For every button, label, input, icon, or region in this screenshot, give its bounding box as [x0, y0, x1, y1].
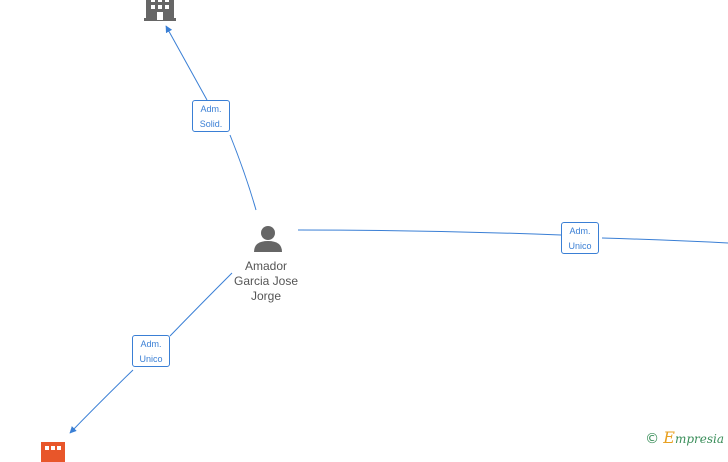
brand-initial: E [663, 428, 675, 447]
edge-label-line: Adm. [200, 104, 222, 114]
edge-label-adm-solid: Adm. Solid. [192, 100, 230, 132]
person-name-line: Amador [244, 259, 288, 273]
person-name-line: Garcia Jose [233, 274, 299, 288]
edge-top-building [166, 26, 257, 211]
relationship-graph [0, 0, 728, 450]
edge-bottom-building [70, 272, 233, 433]
edge-label-line: Unico [139, 354, 163, 364]
person-name-line: Jorge [250, 289, 282, 303]
brand-rest: mpresia [674, 432, 724, 446]
empresia-watermark: © Empresia [645, 428, 724, 447]
company-building-icon[interactable] [40, 442, 66, 462]
person-icon[interactable] [253, 224, 283, 254]
building-icon[interactable] [144, 0, 176, 22]
edge-label-adm-unico-bottom: Adm. Unico [132, 335, 170, 367]
edge-label-line: Unico [568, 241, 592, 251]
edge-right [297, 229, 728, 244]
person-name[interactable]: Amador Garcia Jose Jorge [222, 259, 310, 304]
edge-label-line: Adm. [140, 339, 162, 349]
copyright-symbol: © [645, 431, 660, 447]
edge-label-line: Adm. [569, 226, 591, 236]
edge-label-line: Solid. [199, 119, 223, 129]
edge-label-adm-unico-right: Adm. Unico [561, 222, 599, 254]
